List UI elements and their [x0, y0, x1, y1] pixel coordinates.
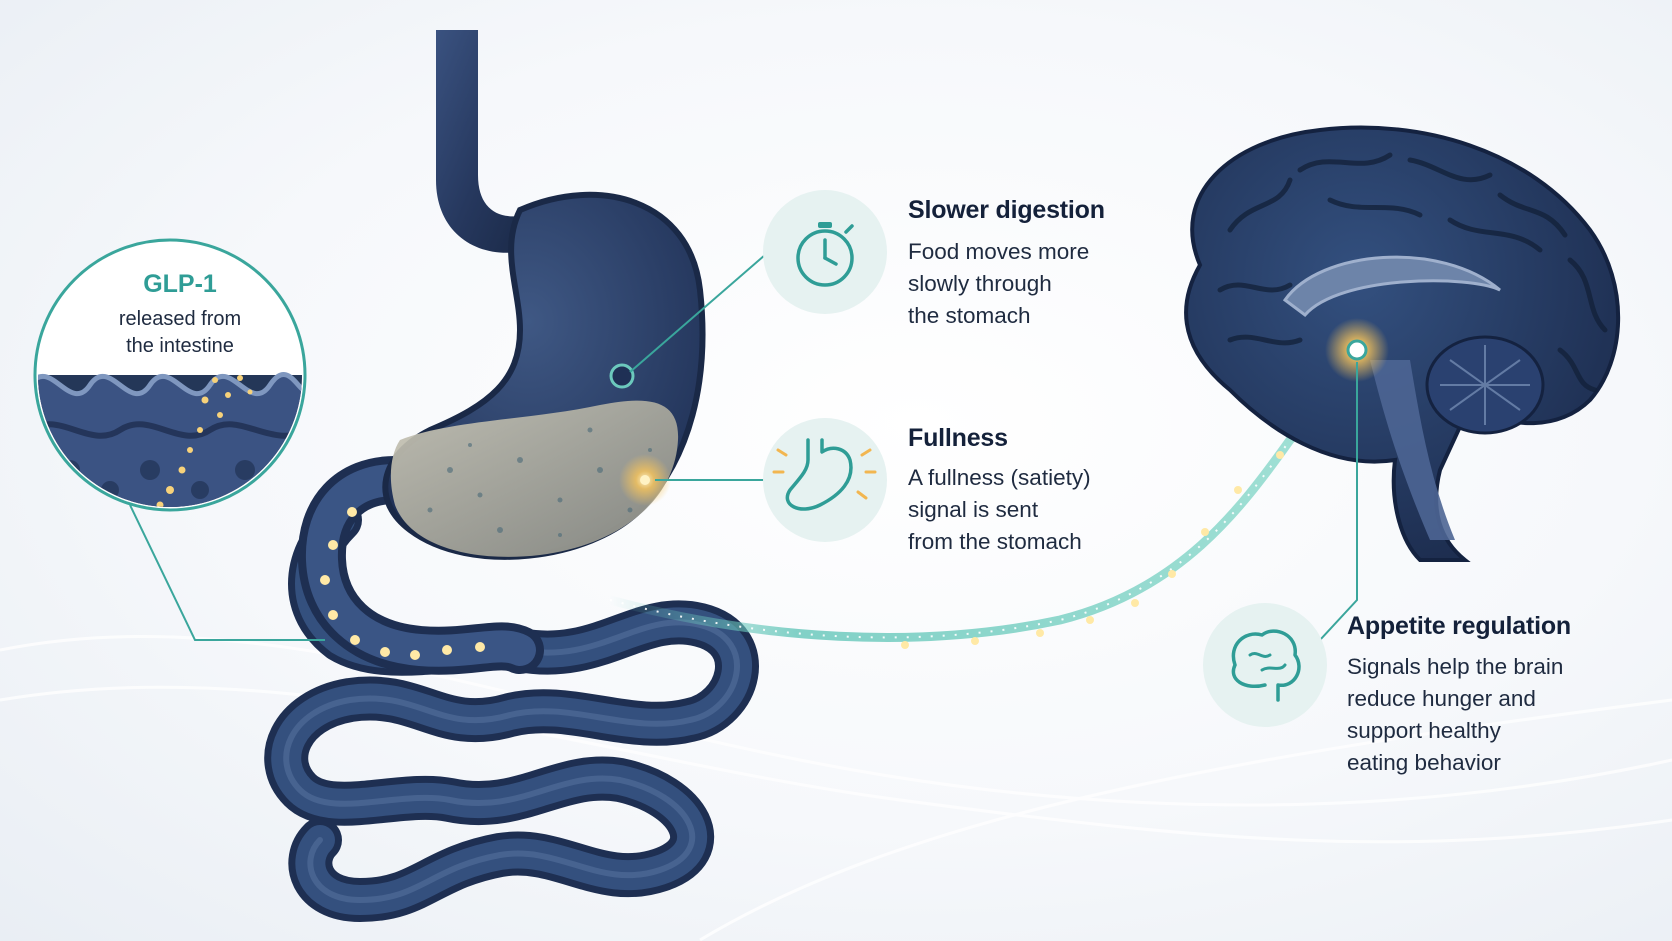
appetite-regulation-title: Appetite regulation	[1347, 612, 1571, 640]
hypothalamus-marker	[1346, 339, 1368, 361]
glp1-description: released from the intestine	[118, 308, 242, 357]
stomach-icon	[763, 418, 887, 542]
leader-lines	[129, 254, 1358, 641]
fullness-description: A fullness (satiety) signal is sent from…	[908, 465, 1091, 554]
slower-digestion-description: Food moves more slowly through the stoma…	[908, 239, 1090, 328]
stopwatch-icon	[763, 190, 887, 314]
background-swoosh	[0, 635, 1672, 941]
appetite-regulation-description: Signals help the brain reduce hunger and…	[1347, 654, 1564, 775]
fullness-title: Fullness	[908, 424, 1008, 452]
small-intestine	[264, 498, 759, 922]
stomach-contents	[390, 400, 679, 557]
glp1-title: GLP-1	[143, 270, 217, 298]
food-particles	[427, 427, 652, 537]
brain	[1184, 125, 1621, 562]
slower-digestion-title: Slower digestion	[908, 196, 1105, 224]
brain-icon	[1203, 603, 1327, 727]
glp1-particles	[320, 507, 485, 660]
esophagus	[436, 30, 530, 253]
signal-dots	[901, 451, 1284, 649]
stomach-marker	[609, 363, 635, 389]
